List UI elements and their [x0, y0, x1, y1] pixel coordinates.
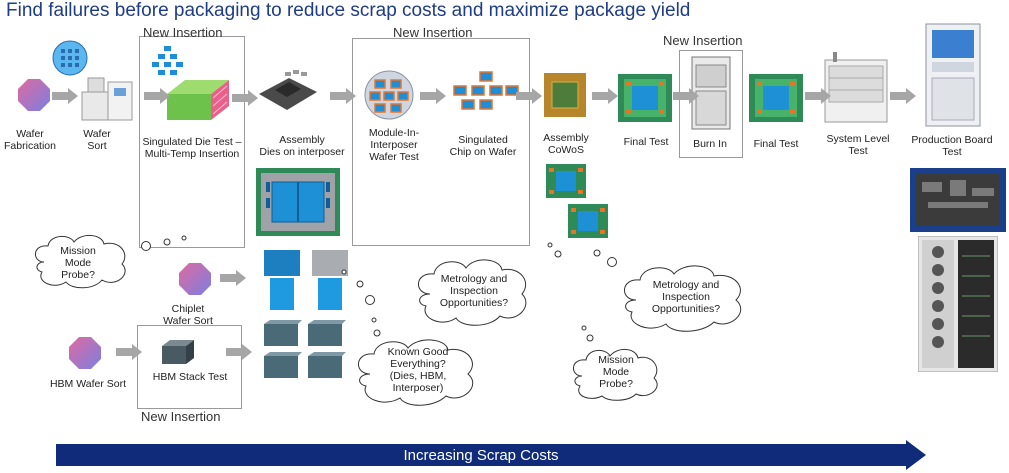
final-test-chip-1 — [618, 74, 672, 122]
insertion-label-2: New Insertion — [393, 25, 473, 40]
wafer-icon — [18, 79, 50, 111]
burn-in-oven-icon — [691, 56, 731, 130]
hbm-stack-icon — [162, 340, 194, 364]
label-wafer-sort: Wafer Sort — [83, 128, 111, 152]
system-level-tester-icon — [824, 52, 888, 123]
hbm-stack-group — [264, 320, 346, 378]
insertion-label-4: New Insertion — [141, 409, 221, 424]
cloud-mission-right — [573, 349, 658, 401]
label-hbm-stack-test: HBM Stack Test — [152, 371, 228, 383]
final-test-chip-2 — [749, 74, 803, 122]
cloud-metrology-mid — [418, 259, 527, 326]
flow-arrow — [592, 88, 618, 104]
flow-arrow — [220, 270, 246, 286]
scrap-cost-label: Increasing Scrap Costs — [403, 447, 559, 464]
flow-arrow — [52, 88, 78, 104]
insertion-label-3: New Insertion — [663, 33, 743, 48]
label-singulated-die-test: Singulated Die Test – Multi-Temp Inserti… — [142, 136, 242, 160]
probe-wafer-icon — [52, 40, 88, 76]
cloud-text-metrology-right: Metrology and Inspection Opportunities? — [651, 279, 721, 315]
scrap-cost-arrow — [56, 440, 926, 470]
prober-machine-icon — [81, 77, 133, 121]
label-module-in-interposer: Module-In- Interposer Wafer Test — [368, 127, 420, 163]
flow-arrow — [420, 88, 446, 104]
page-title: Find failures before packaging to reduce… — [6, 0, 691, 21]
flow-arrow — [232, 90, 258, 106]
flow-arrow — [116, 344, 142, 360]
label-final-test-2: Final Test — [753, 138, 799, 150]
die-blue-1 — [264, 250, 300, 310]
flow-arrow — [805, 88, 831, 104]
label-system-level-test: System Level Test — [826, 133, 890, 157]
cloud-text-mission-right: Mission Mode Probe? — [598, 354, 634, 390]
flow-arrow — [516, 88, 542, 104]
label-production-board-test: Production Board Test — [911, 134, 993, 158]
cloud-mission-left — [35, 235, 126, 289]
server-rack-photo — [918, 236, 998, 372]
label-wafer-fabrication: Wafer Fabrication — [4, 128, 56, 152]
cowos-chip-small-2 — [568, 204, 608, 238]
multi-temp-chamber-icon — [167, 80, 229, 120]
insertion-box-singulated — [139, 36, 245, 248]
cloud-text-metrology-mid: Metrology and Inspection Opportunities? — [439, 273, 509, 309]
cloud-known-good — [358, 339, 474, 406]
hbm-wafer-icon — [69, 337, 101, 369]
chip-on-wafer-icon — [453, 71, 519, 110]
insertion-box-hbm — [137, 325, 242, 409]
label-singulated-chip: Singulated Chip on Wafer — [449, 134, 517, 158]
interposer-wafer-icon — [364, 70, 414, 120]
insertion-label-1: New Insertion — [143, 25, 223, 40]
die-stack-icon — [152, 46, 183, 75]
label-hbm-wafer-sort: HBM Wafer Sort — [49, 378, 127, 390]
label-assembly-dies: Assembly Dies on interposer — [259, 134, 345, 158]
cloud-text-mission-left: Mission Mode Probe? — [60, 245, 96, 281]
label-burn-in: Burn In — [693, 138, 727, 150]
cowos-chip-small-1 — [546, 164, 586, 198]
cloud-text-known-good: Known Good Everything? (Dies, HBM, Inter… — [387, 346, 449, 394]
chiplet-wafer-icon — [179, 263, 211, 295]
cloud-metrology-right — [624, 265, 742, 332]
flow-arrow — [144, 88, 170, 104]
server-board-photo — [910, 168, 1006, 232]
production-tester-icon — [925, 23, 981, 127]
flow-arrow — [890, 88, 916, 104]
label-assembly-cowos: Assembly CoWoS — [543, 132, 589, 156]
flow-arrow — [330, 88, 356, 104]
assembly-chip-icon — [259, 70, 317, 110]
cowos-package-icon — [544, 73, 586, 117]
flow-arrow — [673, 88, 699, 104]
flow-arrow — [226, 344, 252, 360]
interposer-assembly-icon — [256, 168, 340, 236]
insertion-box-burnin — [679, 50, 743, 158]
label-chiplet-wafer-sort: Chiplet Wafer Sort — [163, 303, 213, 327]
insertion-box-interposer — [352, 38, 530, 246]
label-final-test-1: Final Test — [623, 136, 669, 148]
